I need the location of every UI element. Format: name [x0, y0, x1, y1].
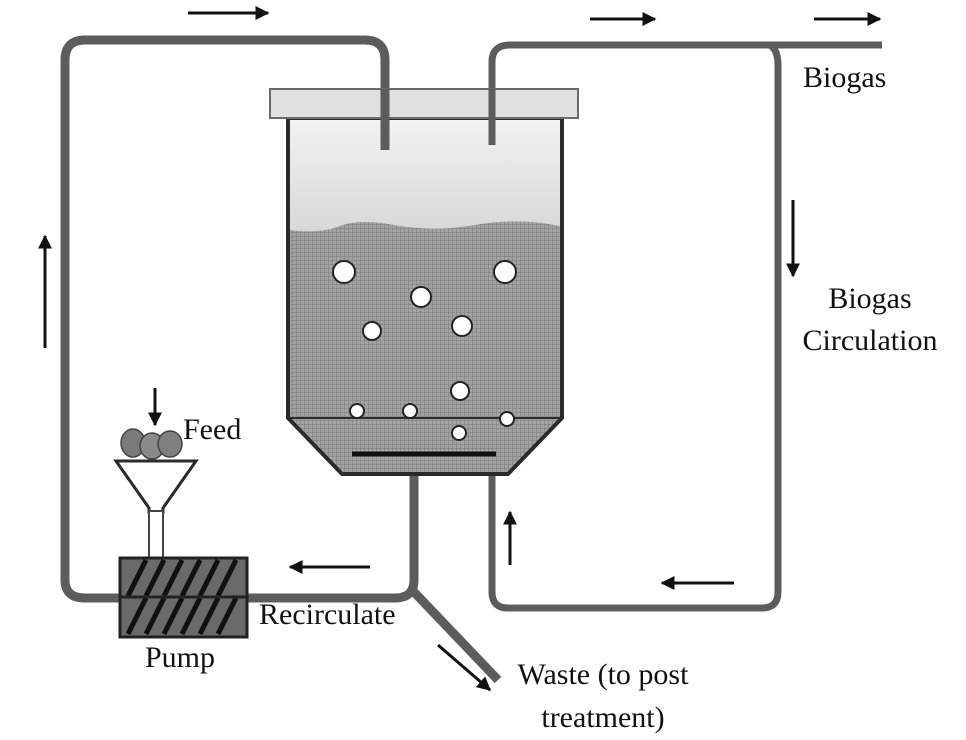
reactor-lid [269, 88, 579, 119]
waste-pipe [410, 588, 502, 684]
bubble-icon [451, 315, 473, 337]
gas-bubbles [332, 260, 517, 441]
biogas-label: Biogas [803, 61, 887, 94]
bubble-icon [410, 286, 432, 308]
bubble-icon [493, 260, 517, 284]
recirculate-label: Recirculate [259, 598, 396, 631]
flow-arrow-icon [437, 643, 492, 692]
biogas-circulation-pipe [488, 42, 782, 612]
bubble-icon [450, 381, 470, 401]
bubble-icon [499, 411, 515, 427]
recirculation-pipe [60, 35, 390, 603]
pump-unit [118, 556, 249, 639]
pump-label: Pump [145, 641, 216, 674]
biogas-pipe [488, 41, 882, 145]
flow-arrows [38, 6, 882, 692]
recirculation-return-pipe [245, 475, 419, 603]
biogas-circulation-label-line2: Circulation [802, 324, 938, 357]
bubble-icon [451, 425, 467, 441]
funnel-icon [113, 459, 199, 514]
waste-label-line1: Waste (to post [517, 658, 689, 691]
bubble-icon [362, 321, 382, 341]
bubble-icon [402, 403, 418, 419]
feed-pellet-icon [157, 430, 183, 458]
bubble-icon [349, 403, 365, 419]
feed-hopper [113, 428, 199, 560]
bubble-icon [332, 260, 356, 284]
feed-label: Feed [183, 413, 242, 446]
waste-label-line2: treatment) [541, 701, 665, 734]
biogas-circulation-label-line1: Biogas [828, 282, 912, 315]
